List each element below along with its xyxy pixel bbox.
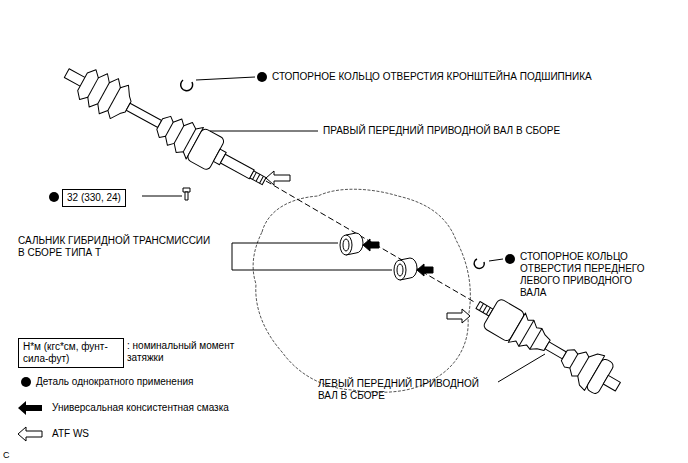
legend-torque-box: Н*м (кгс*см, фунт-сила-фут) [18, 338, 124, 368]
legend-item: : номинальный момент затяжки [127, 340, 237, 364]
legend-text: Деталь однократного применения [36, 376, 193, 387]
leader-line [498, 354, 545, 382]
oil-seal [340, 233, 363, 255]
circlip [474, 259, 484, 268]
legend-item: ATF WS [52, 428, 89, 440]
one-time-dot [257, 72, 267, 82]
one-time-dot [505, 254, 515, 264]
legend-item: Универсальная консистентная смазка [52, 402, 229, 414]
leader-line [210, 131, 318, 132]
legend-item: Деталь однократного применения [36, 376, 193, 388]
circlip [181, 80, 193, 91]
atf-arrow [266, 171, 290, 185]
atf-arrow [447, 309, 470, 323]
transmission-case [253, 189, 470, 392]
legend-dot [21, 377, 31, 387]
left-drive-shaft [468, 288, 628, 404]
legend-text: Универсальная консистентная смазка [52, 402, 229, 413]
figure-code: C [3, 449, 10, 461]
legend-text: ATF WS [52, 428, 89, 439]
axis-line [266, 181, 476, 303]
right-drive-shaft [57, 56, 274, 199]
legend-atf-arrow [18, 427, 42, 441]
oil-seal [394, 258, 417, 280]
grease-arrow [417, 264, 433, 276]
legend-text: : номинальный момент затяжки [127, 340, 234, 363]
one-time-dot [49, 192, 59, 202]
part-label: СТОПОРНОЕ КОЛЬЦО ОТВЕРСТИЯ КРОНШТЕЙНА ПО… [272, 71, 592, 83]
node-text: Н*м (кгс*см, фунт-сила-фут) [23, 341, 119, 365]
part-label: ЛЕВЫЙ ПЕРЕДНИЙ ПРИВОДНОЙ ВАЛ В СБОРЕ [318, 378, 496, 402]
part-label: САЛЬНИК ГИБРИДНОЙ ТРАНСМИССИИ В СБОРЕ ТИ… [18, 235, 214, 259]
part-label: СТОПОРНОЕ КОЛЬЦО ОТВЕРСТИЯ ПЕРЕДНЕГО ЛЕВ… [520, 251, 660, 299]
bolt [183, 188, 190, 200]
leader-bracket [232, 243, 392, 270]
leader-line [489, 259, 503, 261]
torque-box: 32 (330, 24) [62, 189, 126, 207]
part-label: ПРАВЫЙ ПЕРЕДНИЙ ПРИВОДНОЙ ВАЛ В СБОРЕ [323, 125, 560, 137]
leader-line [142, 196, 182, 197]
node-text: 32 (330, 24) [67, 192, 121, 204]
legend-grease-arrow [18, 401, 42, 415]
grease-arrow [363, 239, 379, 251]
leader-line [196, 77, 255, 80]
